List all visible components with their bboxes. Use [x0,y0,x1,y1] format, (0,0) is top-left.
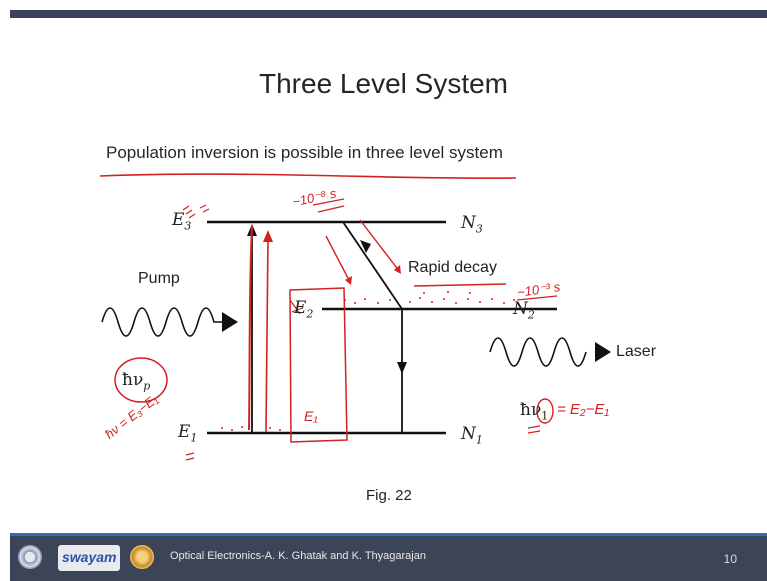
lifetime-top-underline [312,198,345,213]
label-n1: N1 [461,424,483,447]
subtitle-underline-annotation [99,173,517,180]
label-n3: N3 [461,213,483,236]
label-e3: E3 [172,210,192,233]
laser-photon-label: ħν1 [520,400,549,423]
laser-wave-arrowhead [595,342,611,362]
rapid-decay-arrow [342,221,403,310]
footer-accent-line [10,533,767,536]
figure-caption: Fig. 22 [366,487,412,504]
pump-arrow-annotation [248,225,253,431]
laser-energy-annotation: = E₂−E₁ [557,401,610,418]
decay-annotation-arrow-1 [325,235,351,283]
laser-photon-underline [527,425,541,434]
nptel-logo-icon [130,545,154,569]
rapid-decay-underline-annotation [413,283,507,287]
swayam-logo: swayam [58,545,120,571]
e1-scribble-annotation [185,452,195,461]
label-laser: Laser [616,343,657,360]
top-bar [10,10,767,18]
e2-scribble-annotation [289,299,303,315]
laser-wave [489,337,587,367]
pump-arrow-annotation-2 [265,237,269,433]
laser-sub-circle-annotation [536,398,554,424]
page-number: 10 [723,552,737,566]
population-dots-e1 [221,426,281,431]
frame-margin [0,0,10,581]
pump-wave [101,307,224,337]
box-annotation: E₁ [304,408,318,424]
institute-logo-icon [18,545,42,569]
label-pump: Pump [138,270,180,287]
pump-photon-label: ħνp [122,370,151,393]
population-dots-e2 [344,291,515,304]
pump-photon-circle-annotation [114,357,168,403]
label-e2: E2 [294,298,314,321]
slide-subtitle: Population inversion is possible in thre… [106,143,503,162]
pump-wave-arrowhead [222,312,238,332]
lifetime-mid-underline [516,295,558,301]
footer-credit: Optical Electronics-A. K. Ghatak and K. … [170,550,426,562]
label-e1: E1 [178,422,198,445]
e3-scribble-annotation [182,204,210,219]
highlight-box-annotation [289,287,348,443]
label-n2: N2 [513,299,535,322]
decay-annotation-arrow-2 [359,219,401,273]
slide-title: Three Level System [259,68,508,99]
label-rapid-decay: Rapid decay [408,259,497,276]
